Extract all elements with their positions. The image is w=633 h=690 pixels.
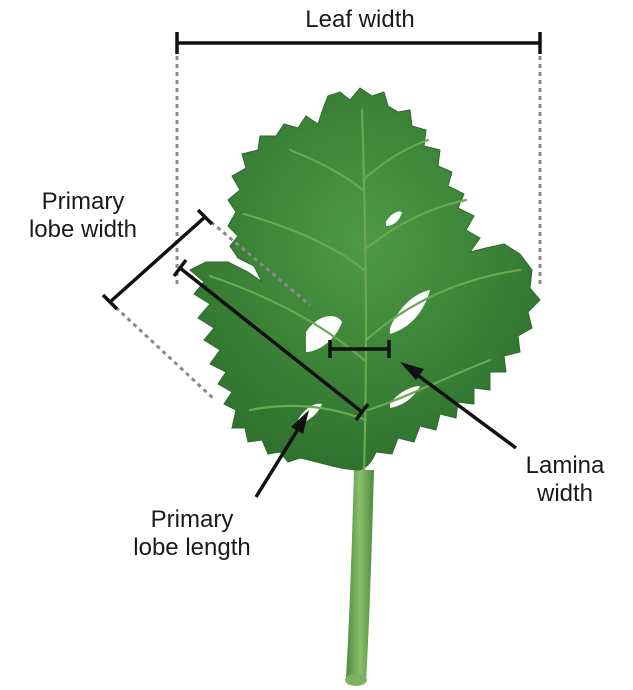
petiole bbox=[346, 470, 374, 682]
lamina-width-label: Lamina width bbox=[505, 452, 625, 508]
leaf-width-measure bbox=[177, 32, 540, 54]
primary-lobe-width-label: Primary lobe width bbox=[8, 188, 158, 244]
primary-lobe-length-label: Primary lobe length bbox=[112, 506, 272, 562]
leaf-width-label: Leaf width bbox=[250, 6, 470, 34]
lamina-width-line1: Lamina bbox=[505, 452, 625, 480]
primary-lobe-length-line1: Primary bbox=[112, 506, 272, 534]
primary-lobe-width-line2: lobe width bbox=[8, 216, 158, 244]
primary-lobe-width-line1: Primary bbox=[8, 188, 158, 216]
primary-lobe-length-line2: lobe length bbox=[112, 534, 272, 562]
petiole-base bbox=[345, 674, 367, 686]
lamina-width-line2: width bbox=[505, 480, 625, 508]
